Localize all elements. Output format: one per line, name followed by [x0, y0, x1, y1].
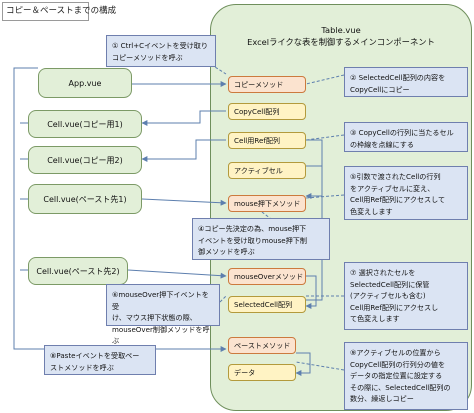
note-9: ⑨アクティブセルの位置から CopyCell配列の行列分の値を データの指定位置… [344, 342, 468, 410]
cell-copy1-box: Cell.vue(コピー用1) [28, 110, 142, 138]
copy-method-box: コピーメソッド [228, 76, 306, 93]
note-4: ④コピー先決定の為、mouse押下 イベントを受け取りmouse押下制 御メソッ… [192, 218, 330, 260]
table-vue-title: Table.vue Excelライクな表を制御するメインコンポーネント [214, 24, 468, 48]
note-5: ⑤引数で渡されたCellの行列 をアクティブセルに変え、 Cell用Ref配列に… [344, 166, 468, 220]
mouseover-method-box: mouseOverメソッド [228, 268, 306, 285]
table-vue-name: Table.vue [321, 25, 361, 35]
diagram-title: コピー＆ペーストまでの構成 [2, 2, 116, 21]
table-vue-desc: Excelライクな表を制御するメインコンポーネント [247, 37, 435, 47]
note-2: ② SelectedCell配列の内容を CopyCellにコピー [344, 67, 468, 97]
data-box: データ [228, 364, 296, 381]
note-7: ⑦ 選択されたセルを SelectedCell配列に保管 (アクティブセルも含む… [344, 262, 468, 330]
cell-paste1-box: Cell.vue(ペースト先1) [28, 184, 142, 214]
copycell-array-box: CopyCell配列 [228, 103, 306, 120]
note-6: ⑥mouseOver押下イベントを受 け、マウス押下状態の際、 mouseOve… [106, 284, 220, 345]
paste-method-box: ペーストメソッド [228, 337, 296, 354]
app-vue-box: App.vue [38, 68, 132, 98]
mousedown-method-box: mouse押下メソッド [228, 195, 306, 212]
note-8: ⑧Pasteイベントを受取ペー ストメソッドを呼ぶ [44, 345, 156, 375]
note-3: ③ CopyCellの行列に当たるセル の枠線を点線にする [344, 122, 468, 152]
note-1: ① Ctrl+Cイベントを受け取り コピーメソッドを呼ぶ [106, 35, 216, 67]
cell-paste2-box: Cell.vue(ペースト先2) [28, 257, 128, 285]
cellref-array-box: Cell用Ref配列 [228, 132, 306, 149]
selectedcell-array-box: SelectedCell配列 [228, 296, 306, 313]
active-cell-box: アクティブセル [228, 162, 306, 179]
cell-copy2-box: Cell.vue(コピー用2) [28, 146, 142, 174]
